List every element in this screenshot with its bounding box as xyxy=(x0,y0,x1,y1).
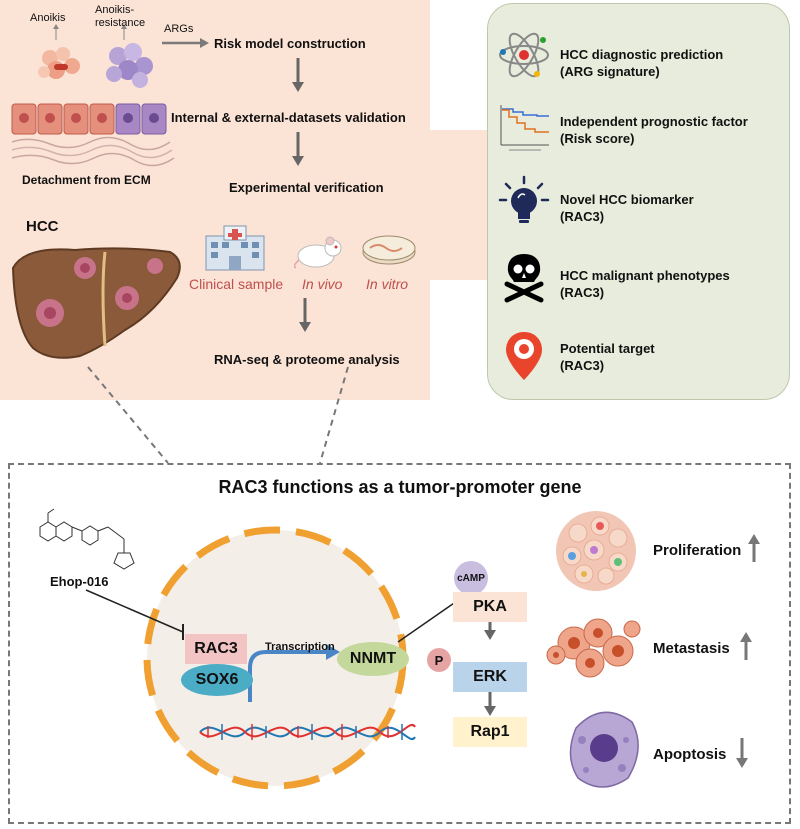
clinical-sample-label: Clinical sample xyxy=(189,276,284,292)
anoikis-resistance-label: Anoikis- resistance xyxy=(95,4,146,29)
lightbulb-icon xyxy=(498,175,550,223)
big-right-arrow xyxy=(430,130,500,280)
phospho-circle: P xyxy=(427,648,451,672)
apoptosis-down-arrow xyxy=(736,738,748,768)
callout-connector xyxy=(87,366,349,464)
step-arrow-3 xyxy=(299,298,311,332)
metastasis-cells-illustration xyxy=(546,618,641,678)
erk-box: ERK xyxy=(453,662,527,692)
outcome-5-subtitle: (RAC3) xyxy=(560,358,605,373)
rnaseq-step: RNA-seq & proteome analysis xyxy=(214,352,400,367)
metastasis-label: Metastasis xyxy=(653,640,730,657)
mouse-icon xyxy=(294,236,342,269)
atom-icon xyxy=(499,32,549,78)
map-pin-icon xyxy=(506,332,542,380)
detachment-label: Detachment from ECM xyxy=(22,173,151,187)
anoikis-label: Anoikis xyxy=(30,12,66,24)
risk-model-step: Risk model construction xyxy=(214,36,366,51)
args-arrow xyxy=(162,38,209,48)
outcome-1-subtitle: (ARG signature) xyxy=(560,64,660,79)
rac3-box: RAC3 xyxy=(185,634,247,664)
upward-arrows xyxy=(53,24,127,40)
outcome-5-title: Potential target xyxy=(560,341,655,356)
outcome-2-subtitle: (Risk score) xyxy=(560,131,635,146)
outcome-4-title: HCC malignant phenotypes xyxy=(560,268,730,283)
epithelium-ecm-illustration xyxy=(11,103,175,167)
proliferation-cells-illustration xyxy=(556,511,636,591)
step-arrow-1 xyxy=(292,58,304,92)
survival-curve-icon xyxy=(500,105,549,151)
pka-box: PKA xyxy=(453,592,527,622)
outcome-1-title: HCC diagnostic prediction xyxy=(560,47,724,62)
sox6-oval: SOX6 xyxy=(181,664,253,696)
metastasis-up-arrow xyxy=(740,632,752,660)
args-label: ARGs xyxy=(164,23,194,35)
petri-dish-icon xyxy=(362,235,416,265)
in-vitro-label: In vitro xyxy=(366,276,409,292)
nnmt-oval: NNMT xyxy=(337,642,409,676)
skull-crossbones-icon xyxy=(504,254,544,303)
in-vivo-label: In vivo xyxy=(302,276,343,292)
outcome-2-title: Independent prognostic factor xyxy=(560,114,748,129)
camp-circle: cAMP xyxy=(454,561,488,595)
anoikis-cells-illustration xyxy=(38,47,80,79)
outcome-4-subtitle: (RAC3) xyxy=(560,285,605,300)
transcription-label: Transcription xyxy=(265,641,335,653)
hospital-icon xyxy=(205,225,265,271)
experimental-step: Experimental verification xyxy=(229,180,384,195)
validation-step: Internal & external-datasets validation xyxy=(171,110,406,125)
mechanism-title: RAC3 functions as a tumor-promoter gene xyxy=(218,477,582,497)
outcome-3-title: Novel HCC biomarker xyxy=(560,192,694,207)
mechanism-panel xyxy=(8,463,791,824)
anoikis-resistance-cells-illustration xyxy=(106,43,153,88)
apoptosis-cell-illustration xyxy=(569,711,639,788)
ehop-016-structure xyxy=(39,508,135,570)
hcc-label: HCC xyxy=(26,218,59,235)
liver-illustration xyxy=(11,247,181,359)
proliferation-label: Proliferation xyxy=(653,542,742,559)
rap1-box: Rap1 xyxy=(453,717,527,747)
outcome-3-subtitle: (RAC3) xyxy=(560,209,605,224)
step-arrow-2 xyxy=(292,132,304,166)
proliferation-up-arrow xyxy=(748,534,760,562)
drug-label: Ehop-016 xyxy=(50,574,109,589)
apoptosis-label: Apoptosis xyxy=(653,746,727,763)
